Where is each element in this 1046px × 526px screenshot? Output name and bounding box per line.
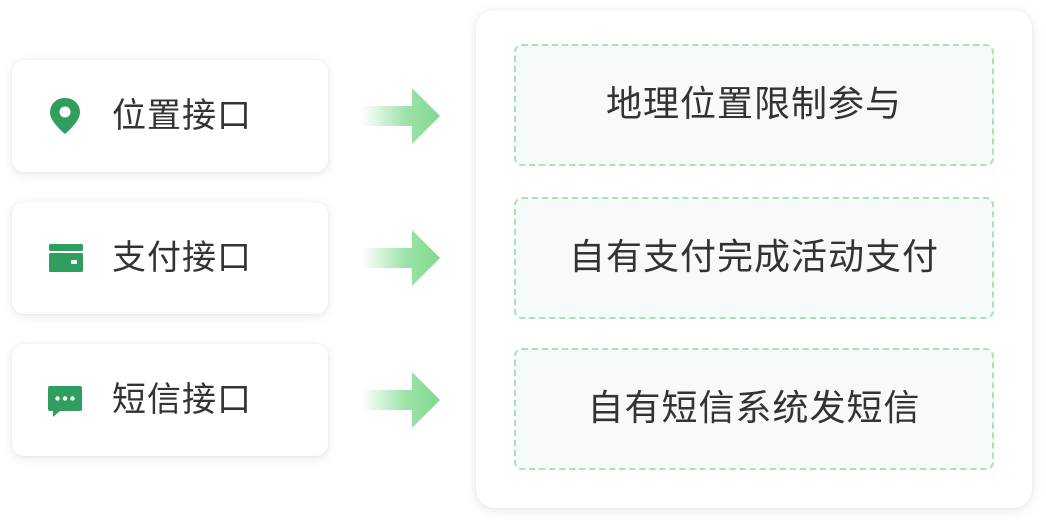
results-panel: 地理位置限制参与 自有支付完成活动支付 自有短信系统发短信: [476, 10, 1032, 508]
result-box-sms: 自有短信系统发短信: [514, 348, 994, 470]
arrow-right-icon: [362, 228, 442, 288]
chat-bubble-icon: [46, 380, 84, 420]
result-box-payment: 自有支付完成活动支付: [514, 197, 994, 319]
wallet-icon: [46, 238, 84, 278]
interface-label: 短信接口: [112, 380, 252, 420]
arrow-right-icon: [362, 370, 442, 430]
interface-label: 支付接口: [112, 238, 252, 278]
interface-label: 位置接口: [112, 96, 252, 136]
location-pin-icon: [46, 96, 84, 136]
arrow-right-icon: [362, 86, 442, 146]
interface-card-location: 位置接口: [12, 60, 328, 172]
result-box-location: 地理位置限制参与: [514, 44, 994, 166]
interface-card-sms: 短信接口: [12, 344, 328, 456]
interface-card-payment: 支付接口: [12, 202, 328, 314]
